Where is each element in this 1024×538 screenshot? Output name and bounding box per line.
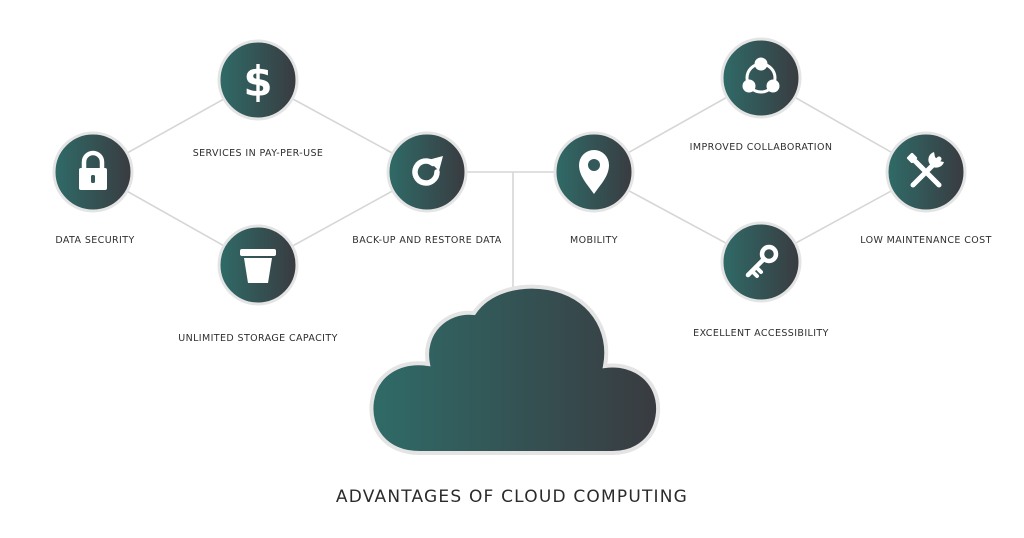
node-data-security	[52, 131, 134, 213]
node-excellent-accessibility	[720, 221, 802, 303]
label-unlimited-storage: UNLIMITED STORAGE CAPACITY	[178, 333, 338, 344]
label-excellent-accessibility: EXCELLENT ACCESSIBILITY	[693, 328, 829, 339]
refresh-icon	[412, 156, 443, 186]
tools-icon	[906, 152, 944, 188]
collaboration-icon	[742, 57, 780, 94]
node-improved-collaboration	[720, 37, 802, 119]
bucket-icon	[240, 249, 276, 283]
node-low-maintenance-cost	[885, 131, 967, 213]
node-unlimited-storage	[217, 224, 299, 306]
node-mobility	[553, 131, 635, 213]
node-backup-restore	[386, 131, 468, 213]
location-pin-icon	[579, 150, 609, 194]
label-improved-collaboration: IMPROVED COLLABORATION	[689, 142, 833, 153]
lock-icon	[79, 150, 107, 190]
svg-text:$: $	[243, 57, 272, 106]
node-services-pay-per-use: $	[217, 39, 299, 121]
key-icon	[745, 244, 779, 278]
label-data-security: DATA SECURITY	[55, 235, 135, 246]
cloud-icon	[369, 284, 661, 455]
label-mobility: MOBILITY	[570, 235, 618, 246]
label-low-maintenance-cost: LOW MAINTENANCE COST	[860, 235, 992, 246]
label-services-pay-per-use: SERVICES IN PAY-PER-USE	[192, 148, 324, 159]
diagram-title: ADVANTAGES OF CLOUD COMPUTING	[335, 487, 689, 507]
label-backup-restore: BACK-UP AND RESTORE DATA	[352, 235, 502, 246]
dollar-icon: $	[243, 57, 272, 106]
